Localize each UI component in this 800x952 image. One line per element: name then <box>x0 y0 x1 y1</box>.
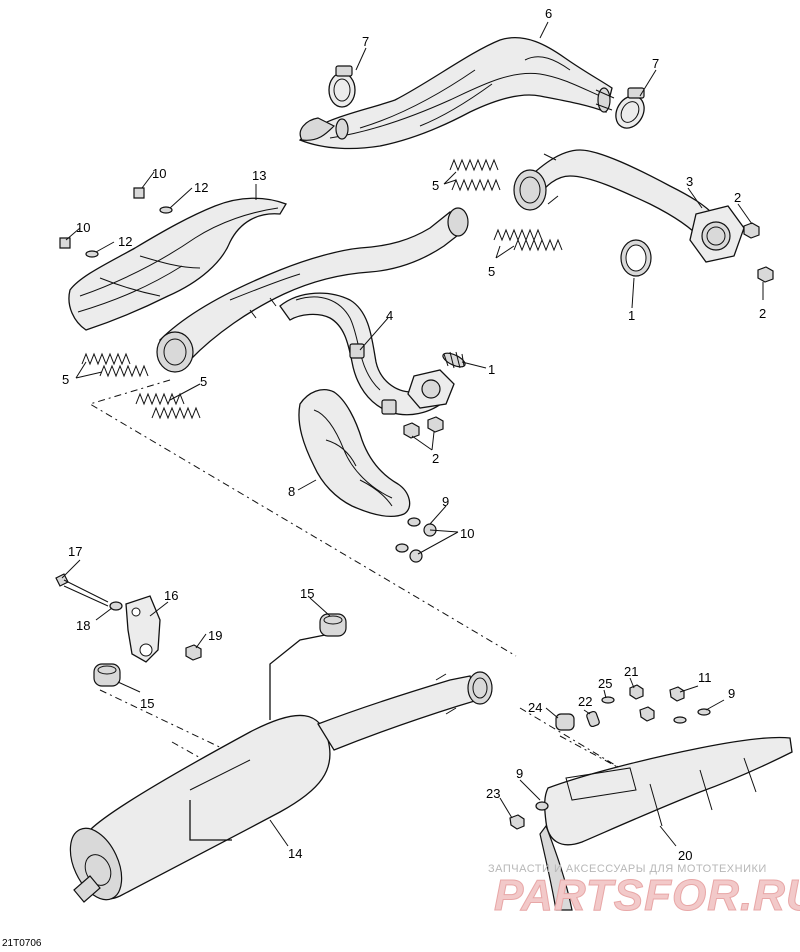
callout-15-top: 15 <box>300 586 314 601</box>
part-3-exhaust-pipe <box>513 149 745 263</box>
hardware-right-group <box>509 684 711 830</box>
part-16-bracket <box>125 595 161 663</box>
callout-5-right: 5 <box>488 264 495 279</box>
part-20-heat-shield <box>539 736 793 911</box>
callout-labels: 7 6 7 3 2 2 1 5 5 5 5 4 1 2 8 9 10 13 10… <box>62 6 766 863</box>
callout-12-upper: 12 <box>194 180 208 195</box>
callout-4: 4 <box>386 308 393 323</box>
part-7-clamp-left <box>328 65 356 108</box>
callout-3: 3 <box>686 174 693 189</box>
callout-19: 19 <box>208 628 222 643</box>
part-14-muffler <box>69 633 493 903</box>
part-5-springs-left <box>81 352 149 378</box>
callout-24: 24 <box>528 700 542 715</box>
part-15-rubber-damper-left <box>93 663 121 687</box>
part-6-heat-shield <box>298 37 615 150</box>
watermark: ЗАПЧАСТИ И АКСЕССУАРЫ ДЛЯ МОТОТЕХНИКИ PA… <box>488 863 800 921</box>
part-1-gasket-right <box>620 239 652 277</box>
part-13-heat-shield <box>68 197 287 331</box>
callout-14: 14 <box>288 846 302 861</box>
hardware-upper-left <box>59 187 173 258</box>
part-15-rubber-damper-top <box>319 613 347 637</box>
callout-11: 11 <box>698 670 712 685</box>
callout-22: 22 <box>578 694 592 709</box>
hardware-nuts-2 <box>403 222 774 439</box>
callout-1-center: 1 <box>488 362 495 377</box>
part-7-clamp-right <box>615 87 645 129</box>
part-5-springs-lower <box>135 392 201 420</box>
callout-15-left: 15 <box>140 696 154 711</box>
callout-10-center: 10 <box>460 526 474 541</box>
watermark-tagline: ЗАПЧАСТИ И АКСЕССУАРЫ ДЛЯ МОТОТЕХНИКИ <box>488 863 767 875</box>
watermark-logo: PARTSFOR.RU <box>494 871 800 920</box>
callout-17: 17 <box>68 544 82 559</box>
callout-6: 6 <box>545 6 552 21</box>
callout-2-upper-right: 2 <box>734 190 741 205</box>
callout-21: 21 <box>624 664 638 679</box>
callout-13: 13 <box>252 168 266 183</box>
callout-2-right: 2 <box>759 306 766 321</box>
part-1-gasket-center <box>442 351 466 369</box>
assembly-line-upper <box>88 379 517 657</box>
callout-10-left: 10 <box>76 220 90 235</box>
callout-5-lower: 5 <box>200 374 207 389</box>
callout-7-left: 7 <box>362 34 369 49</box>
callout-18: 18 <box>76 618 90 633</box>
part-19-nut <box>185 644 202 661</box>
callout-25: 25 <box>598 676 612 691</box>
callout-16: 16 <box>164 588 178 603</box>
part-4-exhaust-pipe <box>279 292 455 416</box>
callout-20: 20 <box>678 848 692 863</box>
callout-5-left: 5 <box>62 372 69 387</box>
callout-8: 8 <box>288 484 295 499</box>
callout-5-top: 5 <box>432 178 439 193</box>
callout-9-center: 9 <box>442 494 449 509</box>
hardware-washers-9-10 <box>395 517 437 563</box>
part-17-bolt <box>55 573 109 607</box>
part-5-springs-top <box>449 158 501 192</box>
part-18-washer <box>109 601 123 611</box>
callout-7-right: 7 <box>652 56 659 71</box>
leader-lines <box>61 21 764 847</box>
callout-12-left: 12 <box>118 234 132 249</box>
callout-9-right: 9 <box>728 686 735 701</box>
drawing-code: 21T0706 <box>2 938 42 949</box>
callout-10-upper: 10 <box>152 166 166 181</box>
callout-9-lower: 9 <box>516 766 523 781</box>
callout-1-right: 1 <box>628 308 635 323</box>
part-5-springs-right <box>493 228 563 252</box>
part-8-heat-shield <box>298 389 411 518</box>
callout-2-center: 2 <box>432 451 439 466</box>
exhaust-manifold-tube <box>156 207 469 373</box>
callout-23: 23 <box>486 786 500 801</box>
assembly-line-right <box>519 707 661 791</box>
